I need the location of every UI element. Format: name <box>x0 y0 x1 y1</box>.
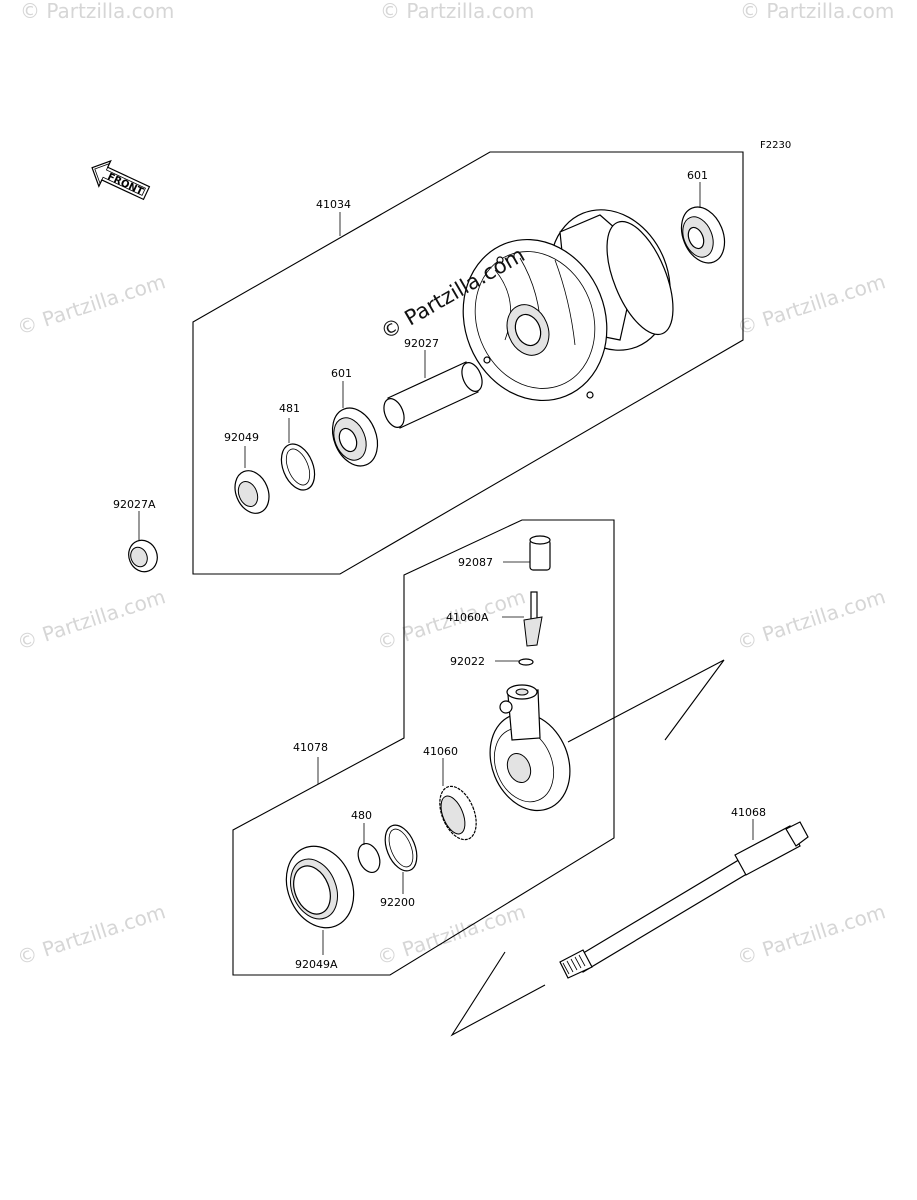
figure-code: F2230 <box>760 140 791 151</box>
watermark-text: © Partzilla.com <box>374 899 528 970</box>
part-label-41068: 41068 <box>731 806 766 819</box>
seal-92049 <box>234 470 270 514</box>
circlip-481 <box>280 443 316 491</box>
speedometer-gearbox-41078 <box>489 684 571 812</box>
watermark-text: © Partzilla.com <box>734 269 888 340</box>
watermark-text: © Partzilla.com <box>380 0 534 23</box>
part-label-41060: 41060 <box>423 745 458 758</box>
part-label-92022: 92022 <box>450 655 485 668</box>
seal-92049a <box>285 845 355 929</box>
watermark-text: © Partzilla.com <box>734 899 888 970</box>
watermark-text: © Partzilla.com <box>734 584 888 655</box>
axle-break-lower <box>450 951 546 1037</box>
washer-92200 <box>384 824 418 872</box>
watermark-text: © Partzilla.com <box>20 0 174 23</box>
part-label-92027a: 92027A <box>113 498 156 511</box>
bearing-601 <box>331 407 379 467</box>
watermark-text: © Partzilla.com <box>14 899 168 970</box>
part-label-41078: 41078 <box>293 741 328 754</box>
part-label-92200: 92200 <box>380 896 415 909</box>
watermark-text: © Partzilla.com <box>14 269 168 340</box>
watermark-text: © Partzilla.com <box>740 0 894 23</box>
cap-92087 <box>529 535 551 571</box>
part-label-41034: 41034 <box>316 198 351 211</box>
axle-41068 <box>559 821 809 979</box>
circlip-480 <box>357 842 381 874</box>
spacer-92027 <box>383 361 483 429</box>
part-label-92049: 92049 <box>224 431 259 444</box>
gear-41060 <box>439 785 477 841</box>
part-label-601-top: 601 <box>687 169 708 182</box>
front-hub-41034 <box>462 209 674 402</box>
part-label-92049a: 92049A <box>295 958 338 971</box>
collar-92027a <box>128 539 158 573</box>
part-label-92087: 92087 <box>458 556 493 569</box>
part-label-601: 601 <box>331 367 352 380</box>
axle-break-upper <box>567 659 725 743</box>
part-label-481: 481 <box>279 402 300 415</box>
part-label-480: 480 <box>351 809 372 822</box>
part-label-92027: 92027 <box>404 337 439 350</box>
hub-assembly-outline <box>192 151 744 575</box>
bearing-601-top <box>680 206 726 264</box>
front-arrow-icon: FRONT <box>91 159 151 201</box>
washer-92022 <box>518 658 534 666</box>
pinion-41060a <box>523 591 543 647</box>
part-label-41060a: 41060A <box>446 611 489 624</box>
gear-assembly-outline <box>232 519 615 976</box>
watermark-text: © Partzilla.com <box>14 584 168 655</box>
